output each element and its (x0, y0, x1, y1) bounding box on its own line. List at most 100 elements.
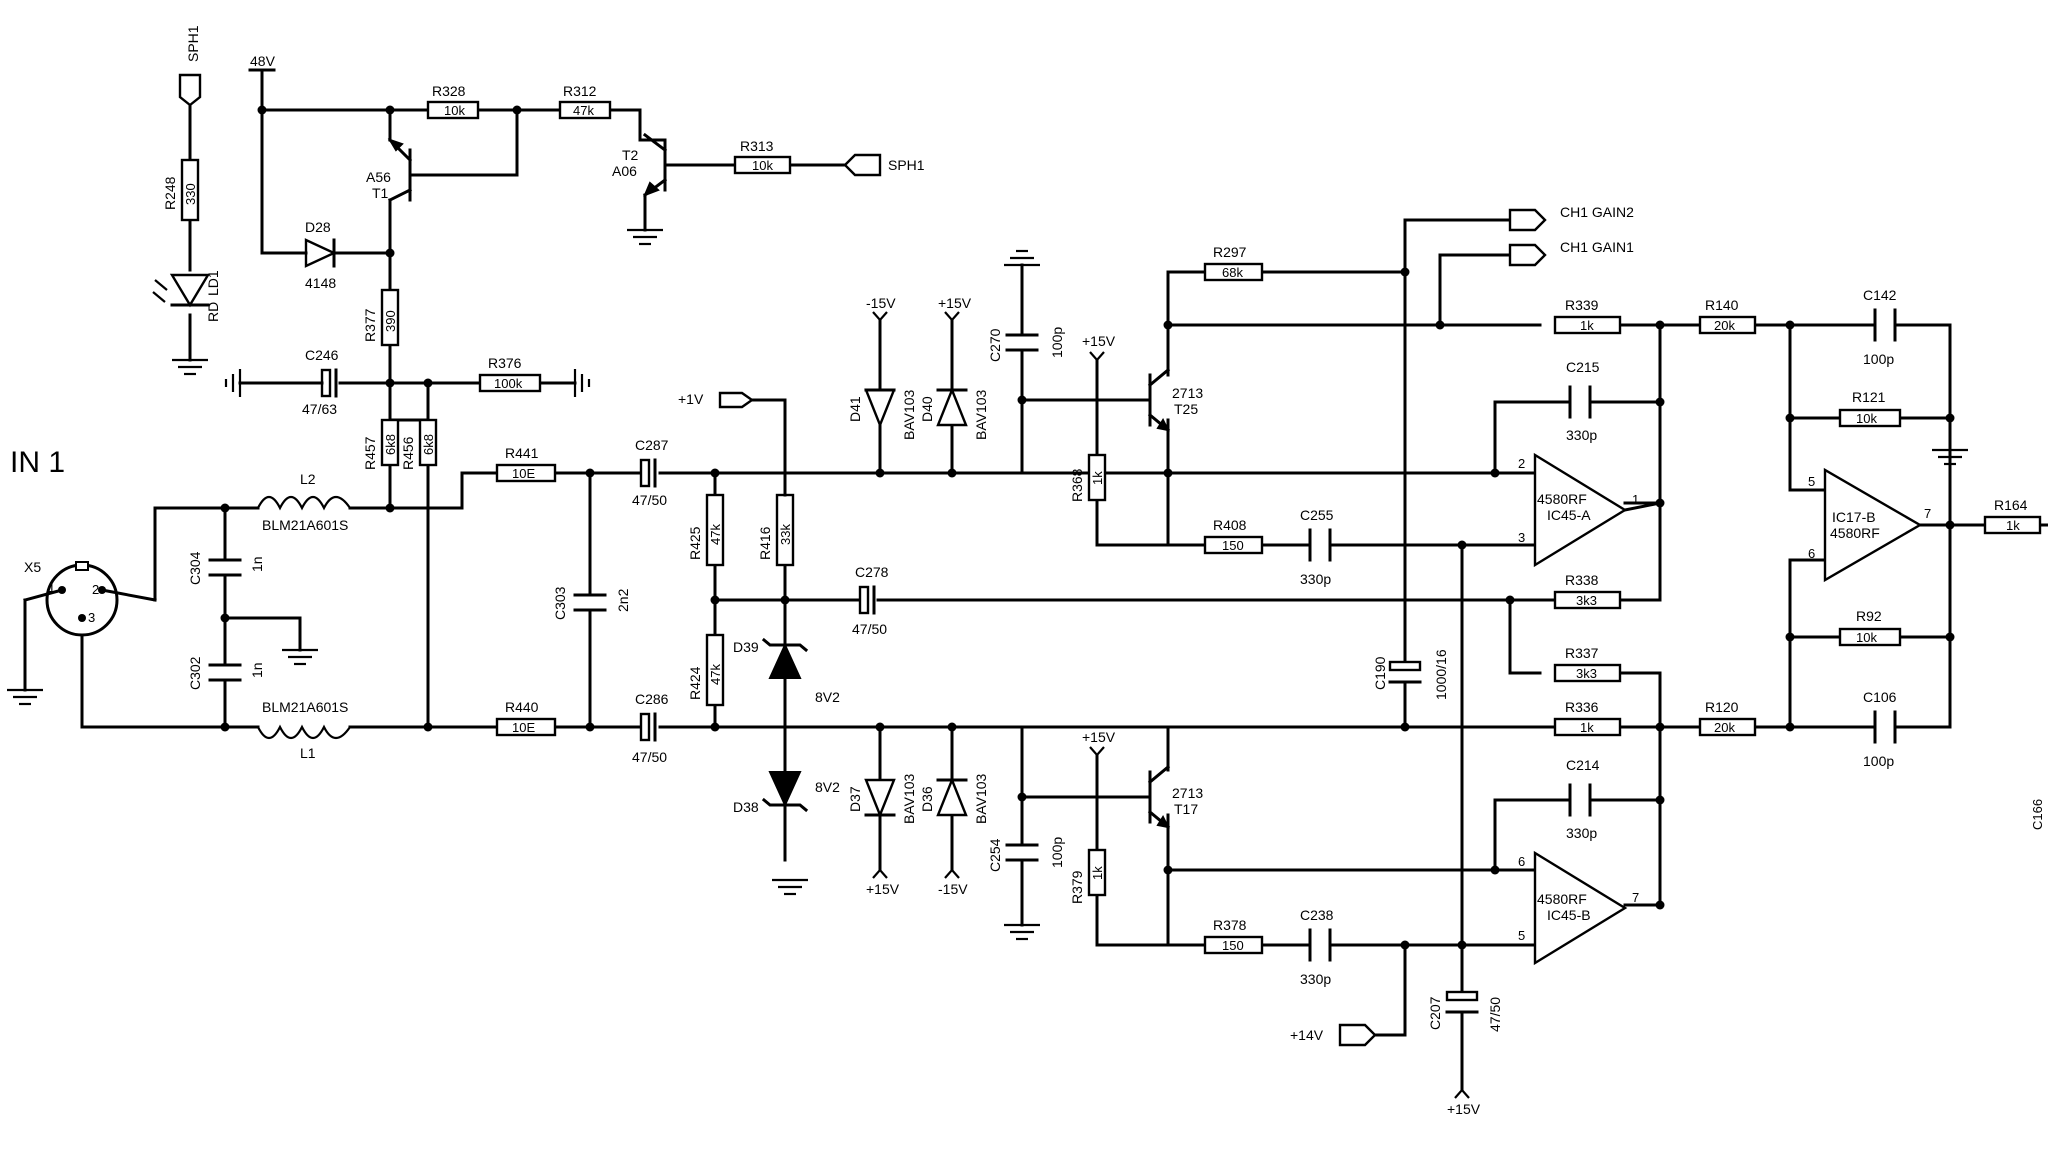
svg-text:D37: D37 (847, 786, 863, 812)
resistor-r378: R378 150 (1203, 917, 1264, 955)
diode-d37: D37 BAV103 (847, 773, 917, 824)
resistor-r457: R457 6k8 (362, 418, 400, 470)
svg-text:20k: 20k (1714, 318, 1735, 333)
opamp-ic45a: 2 3 1 4580RF IC45-A (1518, 452, 1662, 568)
svg-text:48V: 48V (250, 53, 276, 69)
svg-text:D40: D40 (919, 396, 935, 422)
svg-text:150: 150 (1222, 938, 1244, 953)
svg-text:R164: R164 (1994, 497, 2028, 513)
svg-text:R416: R416 (757, 526, 773, 560)
opamp-ic17b: 5 6 7 IC17-B 4580RF (1808, 467, 1931, 583)
svg-text:100p: 100p (1863, 753, 1894, 769)
svg-text:SPH1: SPH1 (185, 25, 201, 62)
svg-text:2: 2 (92, 582, 99, 597)
svg-text:R338: R338 (1565, 572, 1599, 588)
svg-text:+15V: +15V (1082, 729, 1116, 745)
svg-text:BAV103: BAV103 (973, 773, 989, 824)
svg-text:R457: R457 (362, 436, 378, 470)
svg-text:4580RF: 4580RF (1830, 525, 1880, 541)
svg-text:10k: 10k (1856, 630, 1877, 645)
net-plus14v: +14V (1290, 1023, 1377, 1047)
zener-d38: D38 8V2 (733, 771, 840, 815)
svg-text:1000/16: 1000/16 (1433, 649, 1449, 700)
svg-text:T2: T2 (622, 147, 639, 163)
svg-text:CH1 GAIN1: CH1 GAIN1 (1560, 239, 1634, 255)
svg-text:BAV103: BAV103 (973, 389, 989, 440)
svg-text:R376: R376 (488, 355, 522, 371)
svg-text:C270: C270 (987, 328, 1003, 362)
svg-text:SPH1: SPH1 (888, 157, 925, 173)
resistor-r456: R456 6k8 (400, 418, 438, 470)
resistor-r368: R368 1k (1069, 453, 1107, 502)
svg-text:R425: R425 (687, 526, 703, 560)
resistor-r379: R379 1k (1069, 848, 1107, 904)
led-ld1: RD LD1 (152, 270, 221, 322)
svg-text:C207: C207 (1427, 996, 1443, 1030)
capacitor-c304: C304 1n (187, 551, 265, 585)
capacitor-c270: C270 100p (987, 327, 1065, 362)
capacitor-c303: C303 2n2 (552, 586, 631, 620)
svg-text:3: 3 (88, 610, 95, 625)
resistor-r408: R408 150 (1203, 517, 1264, 555)
svg-text:R368: R368 (1069, 468, 1085, 502)
net-ch1-gain1: CH1 GAIN1 (1508, 239, 1634, 267)
svg-text:A56: A56 (366, 169, 391, 185)
net-sph1-top: SPH1 (178, 25, 202, 107)
svg-text:C302: C302 (187, 656, 203, 690)
svg-text:330p: 330p (1566, 427, 1597, 443)
svg-text:47k: 47k (573, 103, 594, 118)
diode-d41: D41 BAV103 (847, 388, 917, 440)
ground-symbols (7, 228, 1968, 941)
svg-text:330p: 330p (1566, 825, 1597, 841)
svg-text:47/63: 47/63 (302, 401, 337, 417)
svg-text:R297: R297 (1213, 244, 1247, 260)
svg-text:C190: C190 (1372, 656, 1388, 690)
svg-text:C214: C214 (1566, 757, 1600, 773)
capacitor-c207: C207 47/50 (1427, 990, 1503, 1032)
svg-text:C303: C303 (552, 586, 568, 620)
svg-text:R140: R140 (1705, 297, 1739, 313)
svg-text:6k8: 6k8 (383, 434, 398, 455)
svg-text:47k: 47k (708, 524, 723, 545)
resistor-r313: R313 10k (733, 138, 792, 175)
svg-text:47/50: 47/50 (852, 621, 887, 637)
transistor-t25: 2713 T25 (1147, 367, 1203, 433)
svg-text:C106: C106 (1863, 689, 1897, 705)
svg-text:6k8: 6k8 (421, 434, 436, 455)
capacitor-c246: C246 47/63 (302, 347, 339, 417)
svg-text:10k: 10k (752, 158, 773, 173)
resistor-r416: R416 33k (757, 493, 795, 567)
svg-text:R424: R424 (687, 666, 703, 700)
inductor-l2: L2 BLM21A601S (257, 471, 351, 533)
svg-text:R248: R248 (162, 176, 178, 210)
svg-text:D41: D41 (847, 396, 863, 422)
transistor-t1: A56 T1 (366, 137, 413, 203)
resistor-r440: R440 10E (495, 699, 557, 737)
zener-d39: D39 8V2 (733, 598, 840, 772)
svg-text:1k: 1k (1090, 471, 1105, 485)
svg-text:R336: R336 (1565, 699, 1599, 715)
svg-text:+15V: +15V (866, 881, 900, 897)
resistor-r338: R338 3k3 (1553, 572, 1622, 610)
svg-text:R312: R312 (563, 83, 597, 99)
svg-text:10E: 10E (512, 720, 535, 735)
svg-text:L2: L2 (300, 471, 316, 487)
transistor-t17: 2713 T17 (1147, 764, 1203, 830)
svg-text:2713: 2713 (1172, 785, 1203, 801)
svg-text:+15V: +15V (1447, 1101, 1481, 1117)
capacitor-c238: C238 330p (1300, 907, 1334, 987)
svg-text:BLM21A601S: BLM21A601S (262, 699, 348, 715)
svg-text:T25: T25 (1174, 401, 1198, 417)
svg-text:D39: D39 (733, 639, 759, 655)
svg-text:330p: 330p (1300, 971, 1331, 987)
svg-text:T17: T17 (1174, 801, 1198, 817)
edge-label: C166 (2030, 799, 2045, 830)
svg-text:R440: R440 (505, 699, 539, 715)
svg-text:D38: D38 (733, 799, 759, 815)
svg-text:C142: C142 (1863, 287, 1897, 303)
svg-text:IC45-A: IC45-A (1547, 507, 1591, 523)
svg-text:C255: C255 (1300, 507, 1334, 523)
svg-text:R408: R408 (1213, 517, 1247, 533)
power-labels: -15V +15V +15V -15V +15V +15V +15V (866, 295, 1481, 1117)
